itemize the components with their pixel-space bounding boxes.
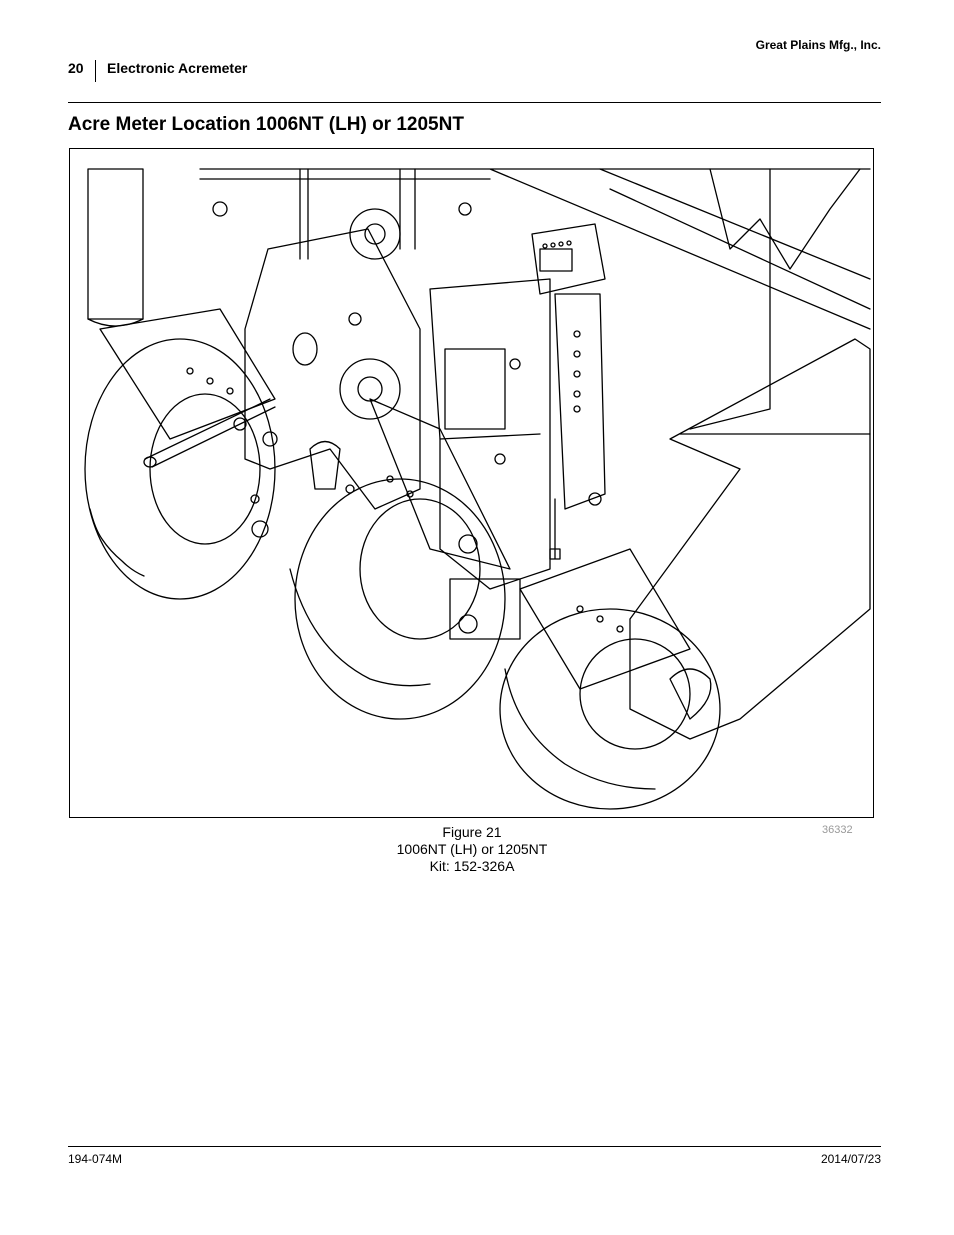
figure-label: Figure 21 — [442, 824, 502, 840]
header-divider — [95, 60, 96, 82]
page-number: 20 — [68, 60, 84, 76]
figure-caption-line-2: Kit: 152-326A — [429, 858, 515, 874]
footer-rule — [68, 1146, 881, 1147]
document-date: 2014/07/23 — [820, 1152, 881, 1166]
header-rule — [68, 102, 881, 103]
section-title: Electronic Acremeter — [107, 60, 248, 76]
company-name: Great Plains Mfg., Inc. — [755, 38, 881, 52]
figure-illustration — [69, 148, 874, 818]
figure-caption-line-1: 1006NT (LH) or 1205NT — [396, 841, 548, 857]
planter-line-drawing — [84, 168, 871, 810]
document-number: 194-074M — [68, 1152, 123, 1166]
figure-id: 36332 — [822, 824, 853, 836]
figure-caption: Figure 21 1006NT (LH) or 1205NT Kit: 152… — [0, 824, 944, 875]
page-title: Acre Meter Location 1006NT (LH) or 1205N… — [68, 114, 464, 135]
